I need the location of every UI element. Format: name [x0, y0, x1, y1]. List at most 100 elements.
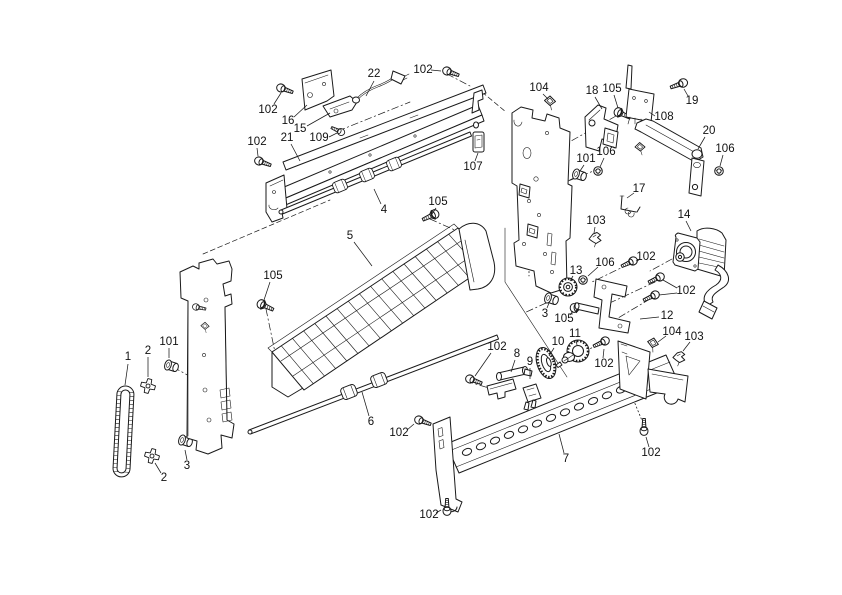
callout-label: 15: [294, 123, 307, 135]
callout-102: 102: [594, 348, 614, 370]
callout-label: 9: [527, 356, 533, 368]
callout-label: 17: [633, 183, 646, 195]
callout-106: 106: [715, 143, 735, 167]
callout-14: 14: [678, 209, 692, 232]
callout-label: 103: [586, 215, 605, 227]
callout-4: 4: [373, 188, 388, 216]
callout-109: 109: [309, 132, 338, 144]
callout-102: 102: [258, 92, 282, 116]
callout-104: 104: [529, 82, 549, 100]
callout-label: 107: [463, 161, 482, 173]
callout-102: 102: [419, 509, 442, 521]
callout-label: 101: [576, 153, 595, 165]
bracket-16: [301, 69, 335, 111]
screw-102: [639, 418, 649, 436]
callout-label: 5: [347, 230, 353, 242]
callout-101: 101: [576, 153, 596, 172]
callout-102: 102: [641, 436, 661, 459]
screw-102: [252, 155, 273, 170]
callout-20: 20: [697, 125, 716, 150]
ring-106: [593, 166, 603, 176]
screw-105: [255, 297, 276, 315]
callout-label: 102: [636, 251, 655, 263]
callout-102: 102: [247, 136, 267, 157]
callout-22: 22: [365, 68, 381, 97]
callout-label: 102: [258, 104, 277, 116]
callout-3: 3: [184, 449, 190, 472]
callout-105: 105: [602, 83, 622, 109]
callout-105: 105: [263, 270, 283, 301]
callout-label: 102: [413, 64, 432, 76]
callout-label: 108: [654, 111, 673, 123]
screw-102: [412, 414, 433, 429]
callout-label: 7: [563, 453, 569, 465]
callout-6: 6: [361, 391, 374, 428]
screw-102: [591, 335, 612, 351]
callout-label: 13: [570, 265, 583, 277]
callout-21: 21: [281, 132, 301, 162]
callout-label: 20: [703, 125, 716, 137]
callout-label: 105: [602, 83, 621, 95]
bracket-12: [574, 278, 631, 334]
callout-105: 105: [554, 310, 574, 325]
coupling: [138, 376, 158, 396]
callout-label: 103: [684, 331, 703, 343]
clip: [634, 141, 647, 156]
ribbed-guide-plate-5: [267, 222, 496, 398]
callout-label: 18: [586, 85, 599, 97]
callout-10: 10: [548, 336, 564, 357]
callout-103: 103: [682, 331, 704, 352]
callout-label: 105: [428, 196, 447, 208]
arm-20: [634, 118, 705, 197]
callout-5: 5: [347, 230, 373, 267]
callout-102: 102: [389, 423, 415, 439]
upper-rail-assembly: [265, 84, 487, 223]
callout-label: 109: [309, 132, 328, 144]
bushing-101: [162, 358, 181, 374]
left-frame-plate: [179, 258, 235, 455]
callout-8: 8: [510, 348, 520, 373]
callout-label: 19: [686, 95, 699, 107]
callout-label: 102: [641, 447, 660, 459]
switch-group: [584, 64, 690, 156]
callout-label: 104: [529, 82, 549, 94]
screw-102: [274, 82, 295, 97]
screw-19: [668, 76, 690, 92]
callout-105: 105: [428, 196, 448, 215]
callout-9: 9: [527, 356, 533, 379]
callout-label: 106: [595, 257, 614, 269]
callout-7: 7: [558, 433, 569, 465]
clip-104: [544, 95, 556, 111]
clip-104: [645, 336, 660, 354]
callout-label: 14: [678, 209, 691, 221]
callout-label: 105: [263, 270, 282, 282]
screw-102: [463, 373, 484, 388]
ring-106: [714, 166, 724, 176]
callout-label: 22: [368, 68, 381, 80]
screw-102: [440, 65, 461, 80]
callout-108: 108: [648, 111, 674, 123]
callout-19: 19: [683, 88, 699, 107]
callout-101: 101: [159, 336, 179, 358]
motor-14: [672, 227, 730, 320]
screw-102: [646, 271, 667, 287]
callout-label: 3: [184, 460, 190, 472]
callout-label: 12: [661, 310, 674, 322]
callout-label: 102: [389, 427, 408, 439]
callout-label: 4: [381, 204, 388, 216]
bushing-3: [542, 291, 561, 307]
callout-label: 6: [368, 416, 374, 428]
callout-2: 2: [154, 462, 167, 484]
screw-105: [420, 207, 441, 225]
callout-16: 16: [282, 104, 308, 127]
callout-label: 106: [715, 143, 734, 155]
callout-label: 102: [487, 341, 506, 353]
callout-label: 16: [282, 115, 295, 127]
roller-shaft-6: [247, 334, 499, 435]
callout-label: 2: [145, 345, 151, 357]
clip-103: [588, 232, 602, 248]
lever-15: [322, 95, 358, 118]
right-frame-plate: [511, 106, 573, 294]
